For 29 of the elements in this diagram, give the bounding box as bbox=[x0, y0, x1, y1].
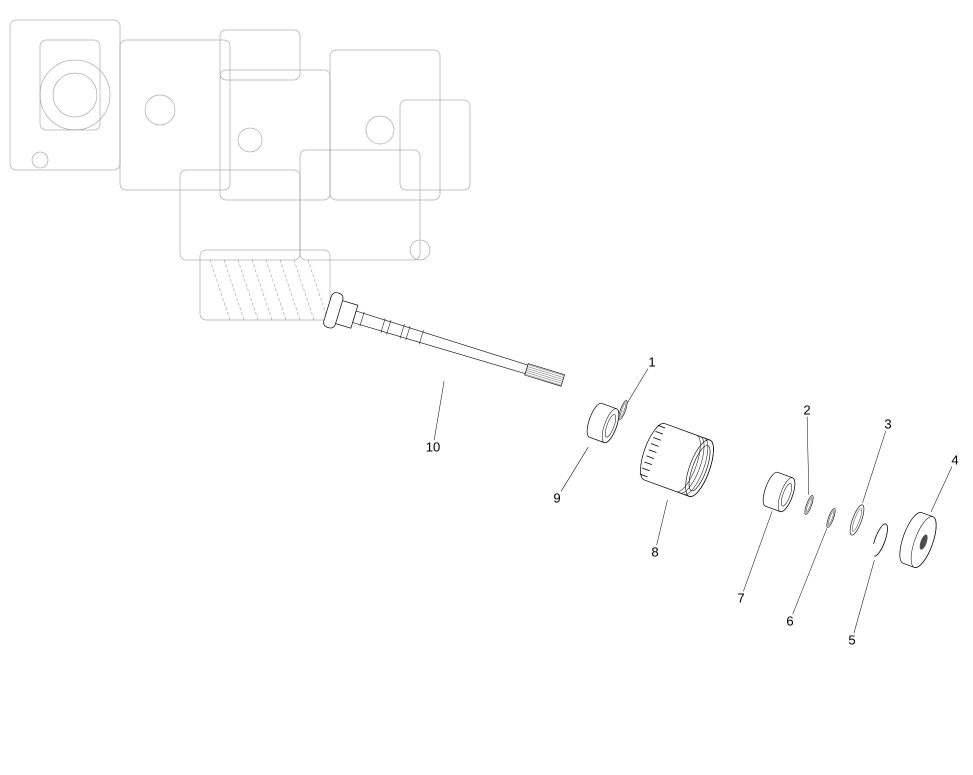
leader-line bbox=[854, 560, 875, 634]
leader-line bbox=[930, 466, 952, 512]
callout-number: 6 bbox=[787, 616, 794, 626]
callout-number: 3 bbox=[884, 419, 892, 429]
leader-line bbox=[656, 500, 668, 546]
gear-drawing bbox=[640, 423, 714, 497]
callout-number: 8 bbox=[652, 547, 658, 557]
shaft-drawing bbox=[323, 292, 565, 387]
ring-drawing bbox=[826, 508, 836, 528]
callout-number: 7 bbox=[738, 594, 744, 602]
callout-number: 2 bbox=[804, 405, 810, 415]
leader-line bbox=[862, 430, 886, 504]
washer-drawing bbox=[900, 512, 936, 568]
clip-drawing bbox=[873, 524, 888, 556]
callout-number: 10 bbox=[426, 442, 440, 452]
callout-number: 5 bbox=[848, 635, 856, 645]
leader-line bbox=[743, 510, 772, 592]
leader-line bbox=[626, 368, 648, 404]
ring-drawing bbox=[804, 495, 814, 515]
ring-drawing bbox=[618, 400, 628, 420]
callout-number: 4 bbox=[952, 456, 958, 464]
leader-line bbox=[560, 446, 588, 492]
leader-line bbox=[434, 380, 444, 440]
leader-line bbox=[806, 416, 810, 496]
bearing-drawing bbox=[762, 472, 796, 512]
leader-line bbox=[792, 528, 828, 614]
callout-number: 9 bbox=[554, 493, 560, 503]
washer-drawing bbox=[850, 504, 864, 536]
callout-number: 1 bbox=[649, 358, 655, 366]
